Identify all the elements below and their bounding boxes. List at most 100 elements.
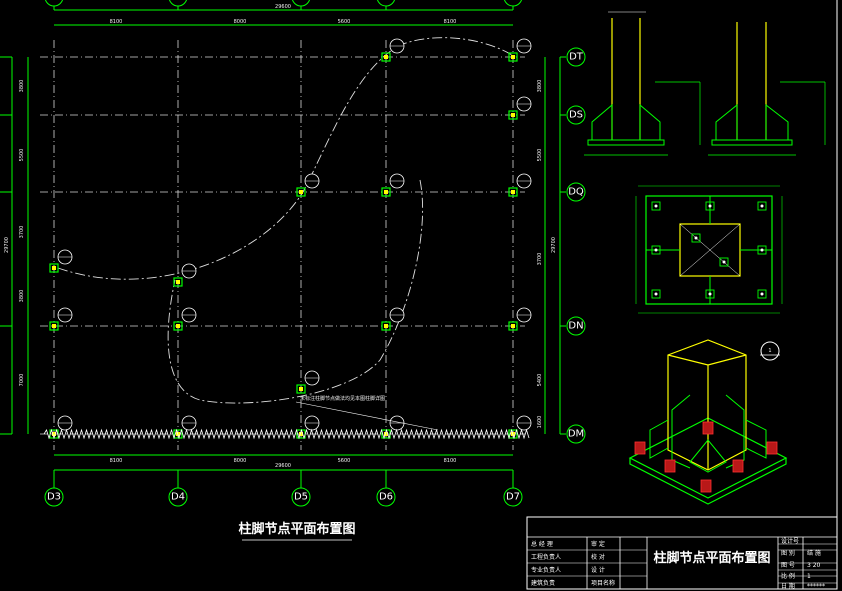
axis-bubble-top: [168, 0, 188, 7]
column-base-elevations: [584, 11, 826, 156]
axis-bubble-d5: D5: [291, 487, 311, 507]
detail-marker-number: 1: [768, 348, 771, 354]
arc-curve-upper: [57, 37, 516, 280]
anchor-bolt-hole: [760, 204, 764, 208]
anchor-bolt: [651, 201, 661, 211]
plan-title: 柱脚节点平面布置图: [238, 521, 355, 537]
axis-bubble-top: [503, 0, 523, 7]
axis-label: D4: [171, 492, 185, 503]
axis-label: DM: [568, 429, 584, 440]
column-base: [508, 96, 532, 120]
title-block-right-label: 设计号: [781, 537, 799, 545]
dim-left-span-2: 5500: [19, 149, 25, 162]
anchor-bolt-hole: [760, 248, 764, 252]
isometric-bolts: [634, 421, 778, 493]
dim-total-height-right: 29700: [551, 237, 557, 253]
axis-bubbles: D3 D4 D5 D6 D7 DT DS DQ DN DM: [44, 0, 586, 507]
dim-bay-1-top: 8100: [110, 19, 123, 25]
axis-bubble-top: [44, 0, 64, 7]
dim-right-span-5: 1600: [537, 416, 543, 429]
elevation-left: [584, 11, 701, 156]
axis-bubble-d6: D6: [376, 487, 396, 507]
anchor-bolt-hole: [708, 292, 712, 296]
axis-label: D7: [506, 492, 520, 503]
dim-right-span-2: 5500: [537, 149, 543, 162]
title-block-left-label: 工程负责人: [531, 553, 561, 561]
anchor-bolt: [705, 289, 715, 299]
column-base-isometric: [628, 339, 788, 505]
base-plate-plan: [635, 185, 783, 314]
dim-total-height-left: 29700: [4, 237, 10, 253]
column-base: [173, 263, 197, 287]
title-block-right-label: 图 别: [781, 549, 795, 557]
anchor-bolt: [651, 245, 661, 255]
column-base: [173, 415, 197, 439]
anchor-bolt-hole: [722, 260, 726, 264]
column-base: [381, 307, 405, 331]
column-base: [49, 307, 73, 331]
anchor-bolt: [719, 257, 729, 267]
elevation-right: [708, 22, 826, 156]
dim-bay-2-top: 8000: [234, 19, 247, 25]
anchor-bolt: [757, 201, 767, 211]
axis-bubble-ds: DS: [566, 105, 586, 125]
dimension-frame: [11, 9, 561, 471]
dim-bay-3-top: 5600: [338, 19, 351, 25]
axis-bubble-dn: DN: [566, 316, 586, 336]
column-base: [381, 38, 405, 62]
isometric-anchor-bolt: [732, 459, 744, 473]
title-block-mid-label: 审 定: [591, 540, 605, 548]
dim-bay-1-bottom: 8100: [110, 458, 123, 464]
anchor-bolt-hole: [708, 204, 712, 208]
detail-marker: 1: [760, 341, 780, 361]
column-base: [49, 249, 73, 273]
anchor-bolt-hole: [654, 204, 658, 208]
title-block-left-label: 专业负责人: [531, 566, 561, 574]
title-block-right-label: 图 号: [781, 562, 795, 569]
note-leader: [295, 401, 439, 431]
column-base: [508, 38, 532, 62]
dim-right-span-3: 3700: [537, 253, 543, 266]
axis-bubble-dt: DT: [566, 47, 586, 67]
column-base: [381, 173, 405, 197]
column-base: [296, 370, 320, 394]
axis-bubble-dq: DQ: [566, 182, 586, 202]
axis-bubble-dm: DM: [566, 424, 586, 444]
axis-bubble-top: [291, 0, 311, 7]
axis-label: DT: [569, 52, 584, 63]
title-block-mid-label: 设 计: [591, 566, 605, 574]
base-plate-bolts: [651, 201, 767, 299]
axis-bubble-top: [376, 0, 396, 7]
dim-bay-3-bottom: 5600: [338, 458, 351, 464]
anchor-bolt-hole: [654, 248, 658, 252]
anchor-bolt: [651, 289, 661, 299]
dim-total-width-bottom: 29600: [275, 463, 291, 469]
dim-left-span-4: 3800: [19, 290, 25, 303]
title-block-mid-label: 校 对: [591, 553, 605, 561]
column-base: [296, 415, 320, 439]
column-base: [296, 173, 320, 197]
column-base: [173, 307, 197, 331]
axis-label: DQ: [568, 187, 584, 198]
axis-bubble-d3: D3: [44, 487, 64, 507]
column-base: [508, 173, 532, 197]
title-block-right-label: 日 期: [781, 582, 795, 590]
axis-label: D5: [294, 492, 308, 503]
isometric-anchor-bolt: [634, 441, 646, 455]
title-block-right-value: ******: [807, 583, 825, 590]
isometric-anchor-bolt: [766, 441, 778, 455]
dim-right-span-4: 5400: [537, 374, 543, 387]
axis-label: DS: [569, 110, 583, 121]
title-block-right-value: 结 施: [807, 549, 821, 557]
title-block-right-value: 1: [807, 573, 811, 580]
dim-left-span-1: 3800: [19, 80, 25, 93]
isometric-anchor-bolt: [700, 479, 712, 493]
isometric-anchor-bolt: [664, 459, 676, 473]
dim-bay-4-bottom: 8100: [444, 458, 457, 464]
column-base: [508, 307, 532, 331]
axis-label: D6: [379, 492, 393, 503]
